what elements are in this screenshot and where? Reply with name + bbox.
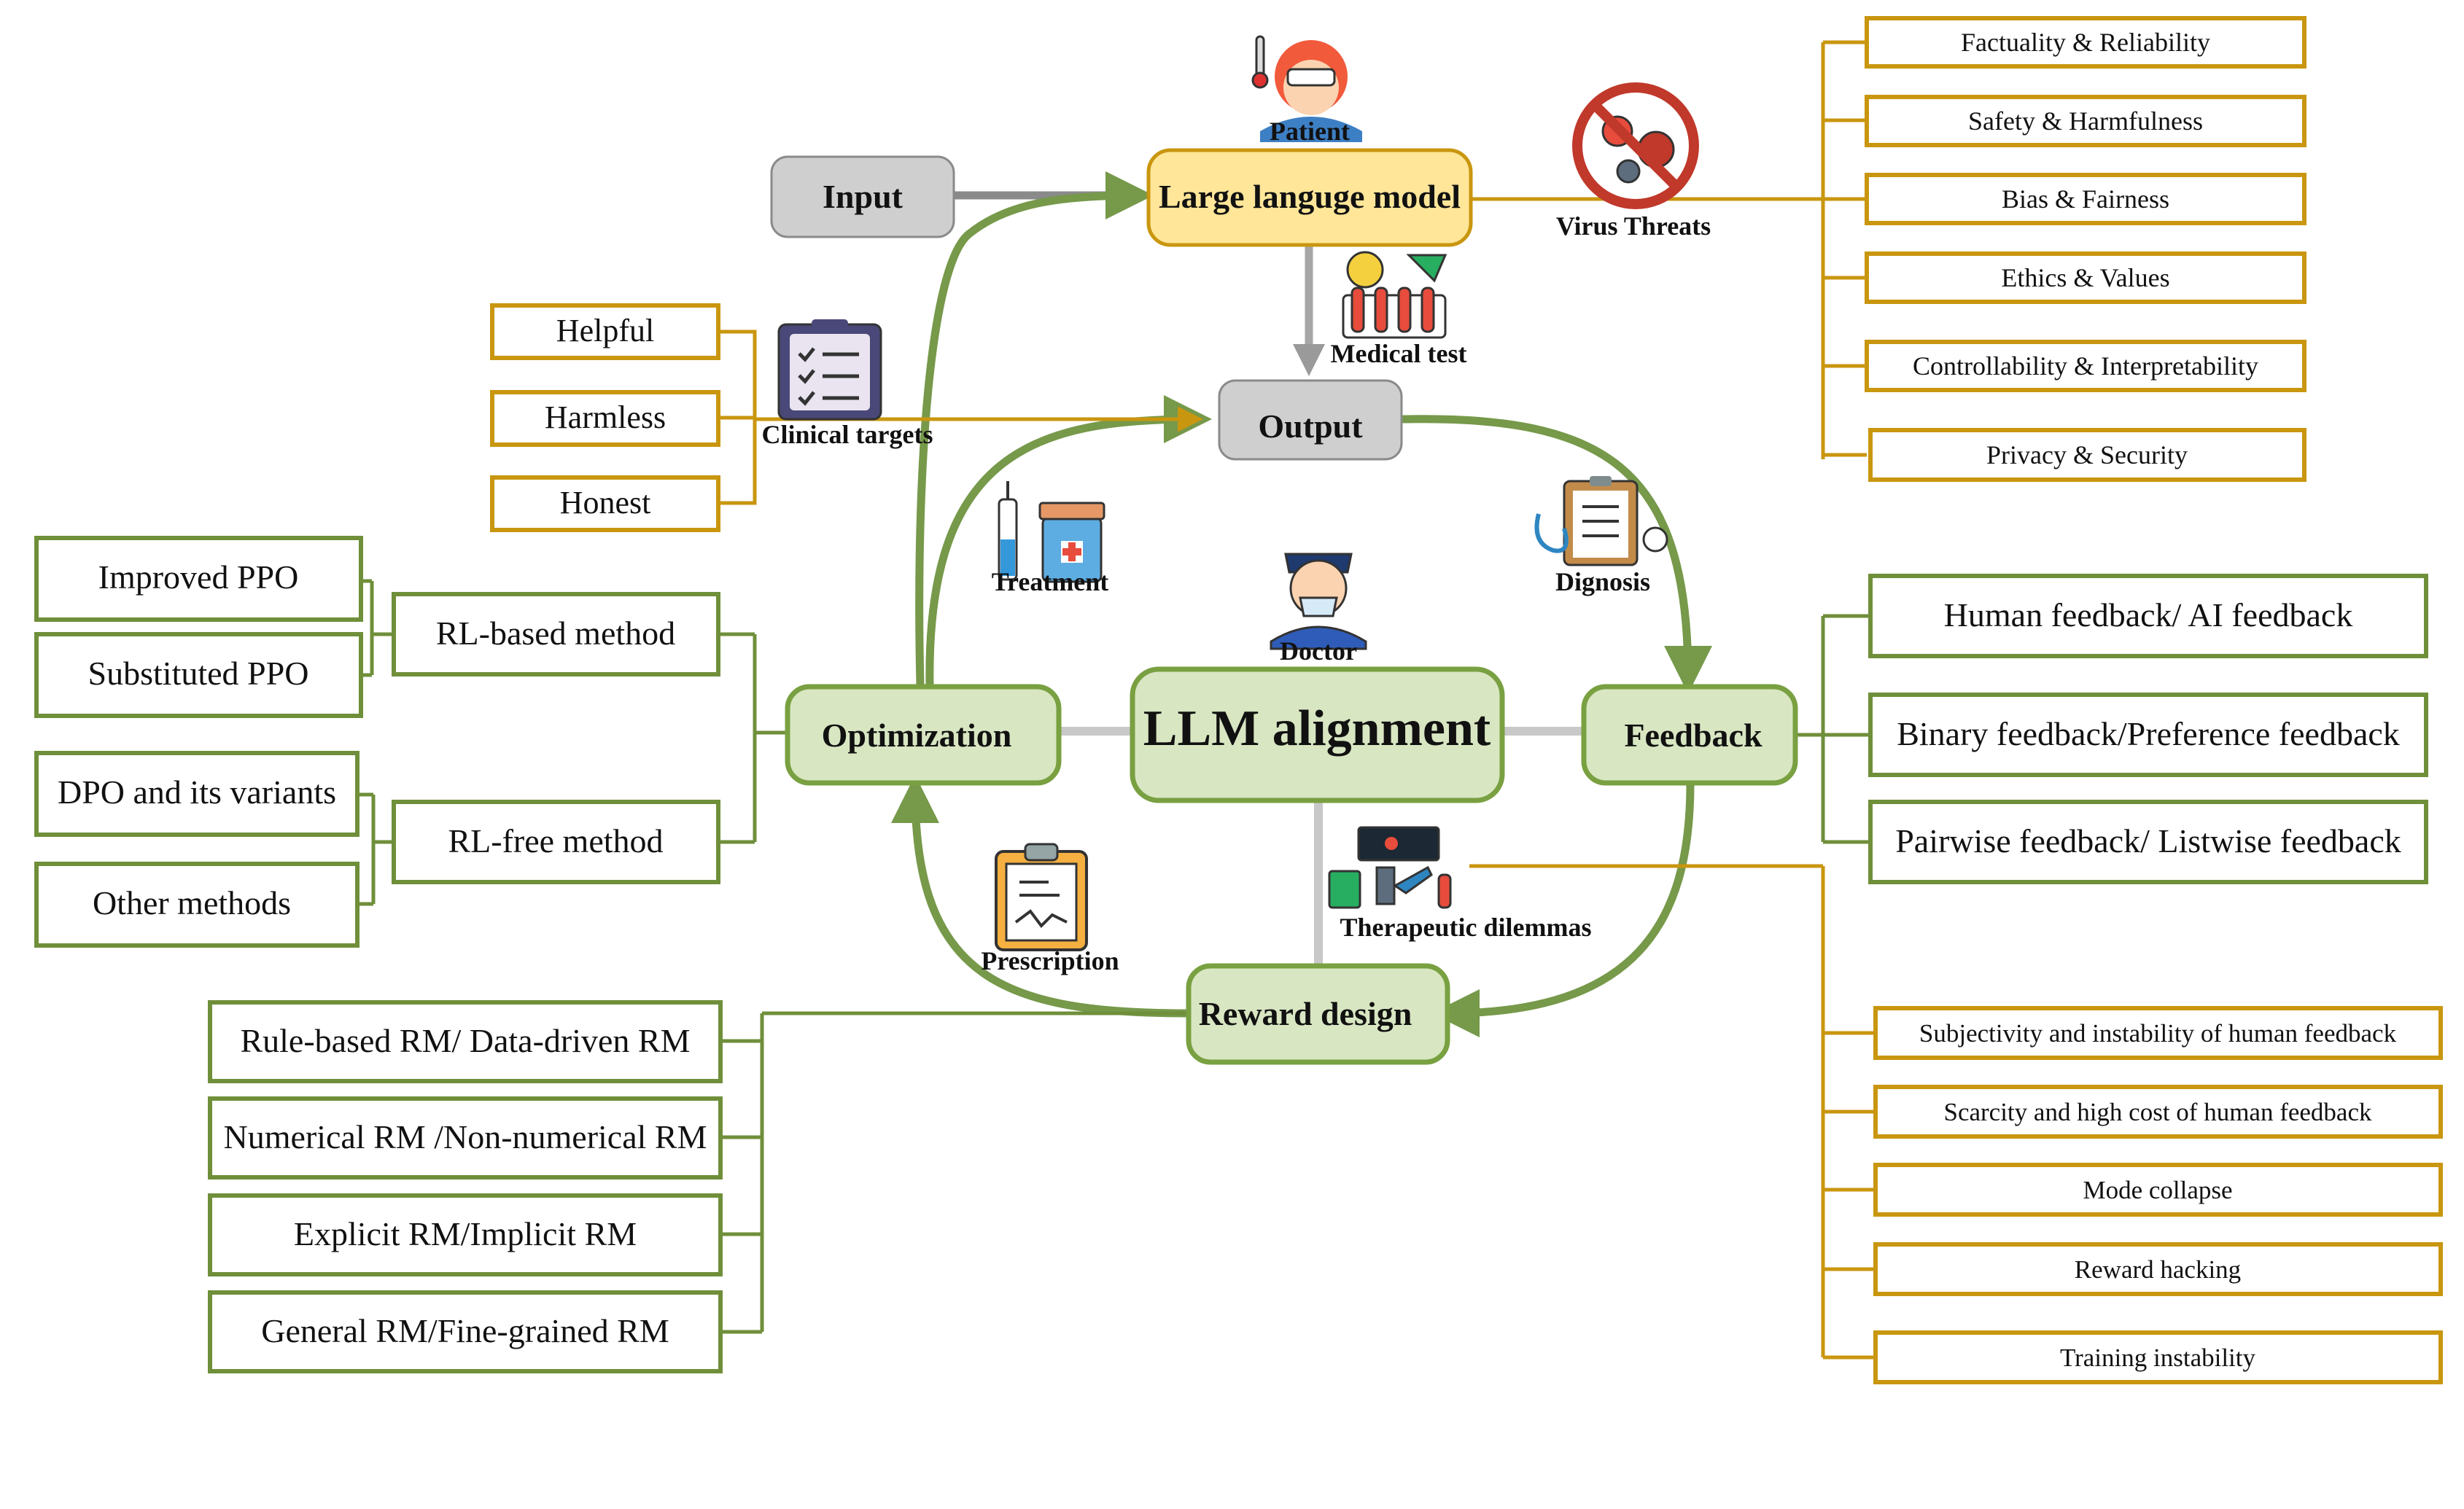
- dilemma-box[interactable]: Training instability: [1873, 1330, 2443, 1384]
- risk-box[interactable]: Bias & Fairness: [1865, 173, 2306, 225]
- feedback-type-label: Pairwise feedback/ Listwise feedback: [1895, 822, 2401, 859]
- reward-model-box[interactable]: General RM/Fine-grained RM: [208, 1290, 723, 1373]
- reward-models-list: Rule-based RM/ Data-driven RM Numerical …: [208, 1000, 723, 1373]
- risk-label: Factuality & Reliability: [1961, 28, 2210, 57]
- doctor-icon: Doctor: [1270, 553, 1367, 666]
- risk-label: Privacy & Security: [1986, 440, 2188, 469]
- target-label: Harmless: [545, 399, 666, 435]
- rl-free-method-label: RL-free method: [448, 822, 663, 859]
- risk-label: Bias & Fairness: [2002, 184, 2169, 214]
- clinical-targets-label: Clinical targets: [762, 420, 933, 449]
- risk-box[interactable]: Factuality & Reliability: [1865, 16, 2306, 69]
- risk-box[interactable]: Controllability & Interpretability: [1865, 340, 2306, 392]
- optimization-node[interactable]: Optimization: [785, 684, 1062, 786]
- improved-ppo-label: Improved PPO: [98, 558, 299, 596]
- llm-label: Large languge model: [1159, 178, 1461, 215]
- feedback-type-box[interactable]: Human feedback/ AI feedback: [1868, 574, 2428, 658]
- dilemma-box[interactable]: Mode collapse: [1873, 1163, 2443, 1217]
- dilemma-label: Scarcity and high cost of human feedback: [1943, 1098, 2372, 1126]
- dilemma-label: Reward hacking: [2075, 1255, 2241, 1284]
- medical-test-icon: Medical test: [1331, 251, 1467, 368]
- patient-icon: Patient: [1251, 35, 1362, 146]
- feedback-type-box[interactable]: Binary feedback/Preference feedback: [1868, 693, 2428, 777]
- risk-label: Safety & Harmfulness: [1968, 106, 2203, 136]
- other-methods-label: Other methods: [93, 884, 291, 921]
- feedback-type-box[interactable]: Pairwise feedback/ Listwise feedback: [1868, 800, 2428, 884]
- reward-model-label: Explicit RM/Implicit RM: [294, 1215, 637, 1252]
- other-methods-box[interactable]: Other methods: [34, 862, 360, 948]
- target-box[interactable]: Honest: [490, 475, 720, 532]
- therapeutic-dilemmas-label: Therapeutic dilemmas: [1340, 913, 1592, 942]
- risk-label: Ethics & Values: [2001, 263, 2169, 292]
- dilemma-box[interactable]: Scarcity and high cost of human feedback: [1873, 1085, 2443, 1139]
- reward-model-label: Rule-based RM/ Data-driven RM: [240, 1022, 690, 1059]
- dpo-variants-label: DPO and its variants: [58, 773, 336, 811]
- input-label: Input: [823, 178, 903, 215]
- llm-risks-list: Factuality & Reliability Safety & Harmfu…: [1865, 16, 2306, 482]
- prescription-label: Prescription: [981, 946, 1119, 975]
- reward-model-box[interactable]: Numerical RM /Non-numerical RM: [208, 1096, 723, 1179]
- reward-model-label: General RM/Fine-grained RM: [261, 1312, 669, 1349]
- virus-icon: Virus Threats: [1556, 82, 1711, 241]
- dilemma-box[interactable]: Reward hacking: [1873, 1242, 2443, 1296]
- central-node[interactable]: LLM alignment: [1130, 666, 1505, 803]
- llm-node[interactable]: Large languge model: [1146, 148, 1473, 247]
- optimization-label: Optimization: [822, 717, 1012, 754]
- dilemmas-list: Subjectivity and instability of human fe…: [1873, 1006, 2443, 1384]
- output-label: Output: [1258, 408, 1363, 445]
- reward-model-box[interactable]: Rule-based RM/ Data-driven RM: [208, 1000, 723, 1083]
- rl-based-method-box[interactable]: RL-based method: [392, 592, 720, 676]
- substituted-ppo-box[interactable]: Substituted PPO: [34, 632, 363, 718]
- treatment-label: Treatment: [992, 567, 1109, 596]
- target-box[interactable]: Harmless: [490, 390, 720, 447]
- reward-design-label: Reward design: [1199, 995, 1412, 1032]
- dilemma-label: Subjectivity and instability of human fe…: [1919, 1019, 2397, 1048]
- substituted-ppo-label: Substituted PPO: [88, 655, 309, 692]
- diagnosis-icon: Dignosis: [1534, 476, 1668, 596]
- central-label: LLM alignment: [1143, 701, 1491, 757]
- doctor-label: Doctor: [1280, 636, 1357, 666]
- virus-threats-label: Virus Threats: [1556, 211, 1711, 241]
- rl-based-method-label: RL-based method: [436, 615, 675, 652]
- risk-box[interactable]: Safety & Harmfulness: [1865, 95, 2306, 147]
- feedback-label: Feedback: [1624, 717, 1763, 754]
- risk-label: Controllability & Interpretability: [1913, 351, 2258, 381]
- dilemma-label: Training instability: [2060, 1344, 2256, 1372]
- patient-label: Patient: [1270, 117, 1350, 146]
- clipboard-icon: Clinical targets: [762, 319, 933, 449]
- risk-box[interactable]: Privacy & Security: [1868, 428, 2306, 482]
- output-node[interactable]: Output: [1218, 379, 1403, 461]
- reward-model-box[interactable]: Explicit RM/Implicit RM: [208, 1193, 723, 1276]
- clinical-targets-list: Helpful Harmless Honest: [490, 303, 720, 532]
- input-node[interactable]: Input: [770, 155, 955, 238]
- dilemma-box[interactable]: Subjectivity and instability of human fe…: [1873, 1006, 2443, 1060]
- optimization-methods: RL-based method RL-free method Improved …: [34, 536, 720, 948]
- feedback-types-list: Human feedback/ AI feedback Binary feedb…: [1868, 574, 2428, 884]
- dpo-variants-box[interactable]: DPO and its variants: [34, 751, 360, 837]
- therapeutic-dilemmas-icon: Therapeutic dilemmas: [1328, 826, 1592, 942]
- target-label: Helpful: [556, 313, 654, 348]
- improved-ppo-box[interactable]: Improved PPO: [34, 536, 363, 622]
- reward-design-node[interactable]: Reward design: [1186, 963, 1450, 1065]
- dignosis-label: Dignosis: [1555, 567, 1650, 596]
- risk-box[interactable]: Ethics & Values: [1865, 252, 2306, 304]
- prescription-icon: Prescription: [981, 843, 1119, 975]
- feedback-node[interactable]: Feedback: [1581, 684, 1798, 786]
- target-box[interactable]: Helpful: [490, 303, 720, 360]
- rl-free-method-box[interactable]: RL-free method: [392, 800, 720, 884]
- dilemma-label: Mode collapse: [2083, 1176, 2232, 1204]
- feedback-type-label: Human feedback/ AI feedback: [1944, 596, 2353, 633]
- reward-model-label: Numerical RM /Non-numerical RM: [223, 1118, 707, 1155]
- feedback-type-label: Binary feedback/Preference feedback: [1897, 715, 2400, 752]
- medical-test-label: Medical test: [1331, 339, 1467, 368]
- target-label: Honest: [560, 485, 651, 520]
- treatment-icon: Treatment: [992, 481, 1109, 596]
